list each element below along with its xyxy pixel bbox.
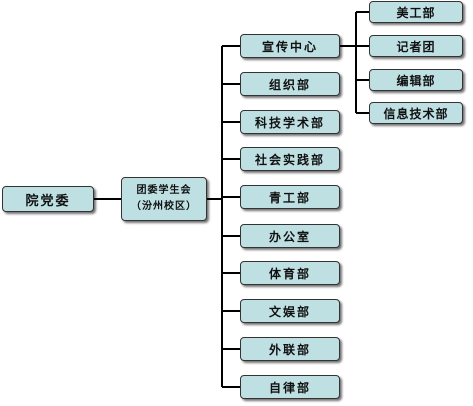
dept-label: 青工部 xyxy=(268,190,311,205)
dept-label: 外联部 xyxy=(268,342,311,357)
dept-label: 自律部 xyxy=(268,380,311,395)
node-root: 院党委 xyxy=(2,186,94,212)
node-sub-it: 信息技术部 xyxy=(369,102,463,124)
node-dept-publicity-center: 宣传中心 xyxy=(240,34,340,58)
node-hub-label: 团委学生会 xyxy=(136,185,192,196)
node-dept-social-practice: 社会实践部 xyxy=(240,147,340,171)
node-dept-sports: 体育部 xyxy=(240,261,340,285)
node-sub-reporters: 记者团 xyxy=(369,35,463,57)
node-dept-science-tech: 科技学术部 xyxy=(240,110,340,134)
dept-label: 科技学术部 xyxy=(254,115,325,130)
dept-label: 宣传中心 xyxy=(261,39,318,54)
dept-label: 体育部 xyxy=(268,266,311,281)
node-dept-entertainment: 文娱部 xyxy=(240,299,340,323)
node-dept-office: 办公室 xyxy=(240,224,340,248)
node-sub-editorial: 编辑部 xyxy=(369,69,463,91)
node-sub-art: 美工部 xyxy=(369,1,463,23)
node-dept-organization: 组织部 xyxy=(240,72,340,96)
node-dept-external-relations: 外联部 xyxy=(240,337,340,361)
sub-dept-label: 信息技术部 xyxy=(383,106,449,121)
node-root-label: 院党委 xyxy=(25,193,71,209)
dept-label: 组织部 xyxy=(268,77,311,92)
sub-dept-label: 记者团 xyxy=(396,39,436,54)
node-dept-youth-work: 青工部 xyxy=(240,185,340,209)
node-hub-campus: （汾州校区） xyxy=(131,201,197,212)
node-dept-self-discipline: 自律部 xyxy=(240,375,340,399)
dept-label: 办公室 xyxy=(268,229,311,244)
dept-label: 文娱部 xyxy=(268,304,311,319)
node-hub: 团委学生会 （汾州校区） xyxy=(121,177,207,221)
sub-dept-label: 编辑部 xyxy=(396,73,436,88)
sub-dept-label: 美工部 xyxy=(396,5,436,20)
dept-label: 社会实践部 xyxy=(254,152,325,167)
